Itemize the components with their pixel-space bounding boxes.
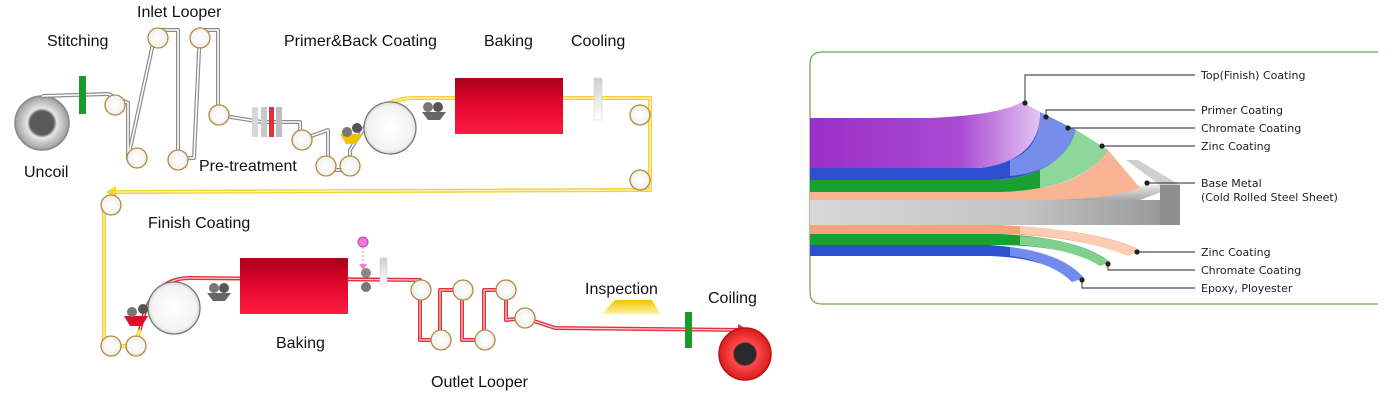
base-metal-body (810, 200, 1160, 225)
back-applicator (422, 102, 446, 120)
primer-coater-drum (363, 101, 417, 155)
layer-purple-top (810, 102, 1040, 168)
label-cooling: Cooling (571, 33, 625, 50)
label-baking-bottom: Baking (276, 335, 325, 352)
strip-gray (41, 28, 370, 172)
cooling-unit (593, 77, 603, 121)
finish-coater-drum (147, 281, 201, 335)
layer-chromate-top (810, 130, 1108, 192)
label-baking-top: Baking (484, 33, 533, 50)
baking-oven-bottom (240, 258, 348, 314)
label-zinc-coating-bottom: Zinc Coating (1201, 246, 1271, 259)
label-chromate-coating-bottom: Chromate Coating (1201, 264, 1301, 277)
primer-applicator (340, 123, 362, 144)
rollers (100, 27, 651, 357)
coiling-bar (685, 312, 692, 348)
uncoil-core (30, 111, 54, 135)
layer-structure-panel: Top(Finish) Coating Primer Coating Chrom… (809, 51, 1378, 305)
stitching-bar (79, 76, 86, 114)
marker-dot (357, 236, 369, 248)
label-chromate-coating-top: Chromate Coating (1201, 122, 1301, 135)
label-zinc-coating-top: Zinc Coating (1201, 140, 1271, 153)
label-outlet-looper: Outlet Looper (431, 374, 529, 391)
baking-oven-top (455, 78, 563, 134)
finish-back-applicator (207, 283, 231, 301)
label-primer-back-coating: Primer&Back Coating (284, 33, 437, 50)
label-inlet-looper: Inlet Looper (137, 4, 222, 21)
label-epoxy-polyester: Epoxy, Ployester (1201, 282, 1293, 295)
label-base-metal-sub: (Cold Rolled Steel Sheet) (1201, 191, 1338, 204)
inspection-lamp (602, 300, 660, 314)
label-finish-coating: Finish Coating (148, 215, 250, 232)
label-base-metal: Base Metal (1201, 177, 1262, 190)
label-pre-treatment: Pre-treatment (199, 158, 297, 175)
label-inspection: Inspection (585, 281, 658, 298)
label-uncoil: Uncoil (24, 164, 68, 181)
label-primer-coating: Primer Coating (1201, 104, 1283, 117)
base-metal-side (1160, 185, 1180, 225)
label-stitching: Stitching (47, 33, 108, 50)
layer-zinc-top (810, 150, 1140, 201)
process-line: Stitching Inlet Looper Primer&Back Coati… (14, 4, 772, 391)
label-coiling: Coiling (708, 290, 757, 307)
label-top-finish-coating: Top(Finish) Coating (1200, 69, 1305, 82)
finish-applicator (124, 304, 148, 326)
layer-blue-top (810, 112, 1076, 180)
pre-treatment-tanks (252, 107, 282, 137)
post-cooling-unit (379, 257, 388, 285)
leader-dots (1022, 100, 1150, 283)
